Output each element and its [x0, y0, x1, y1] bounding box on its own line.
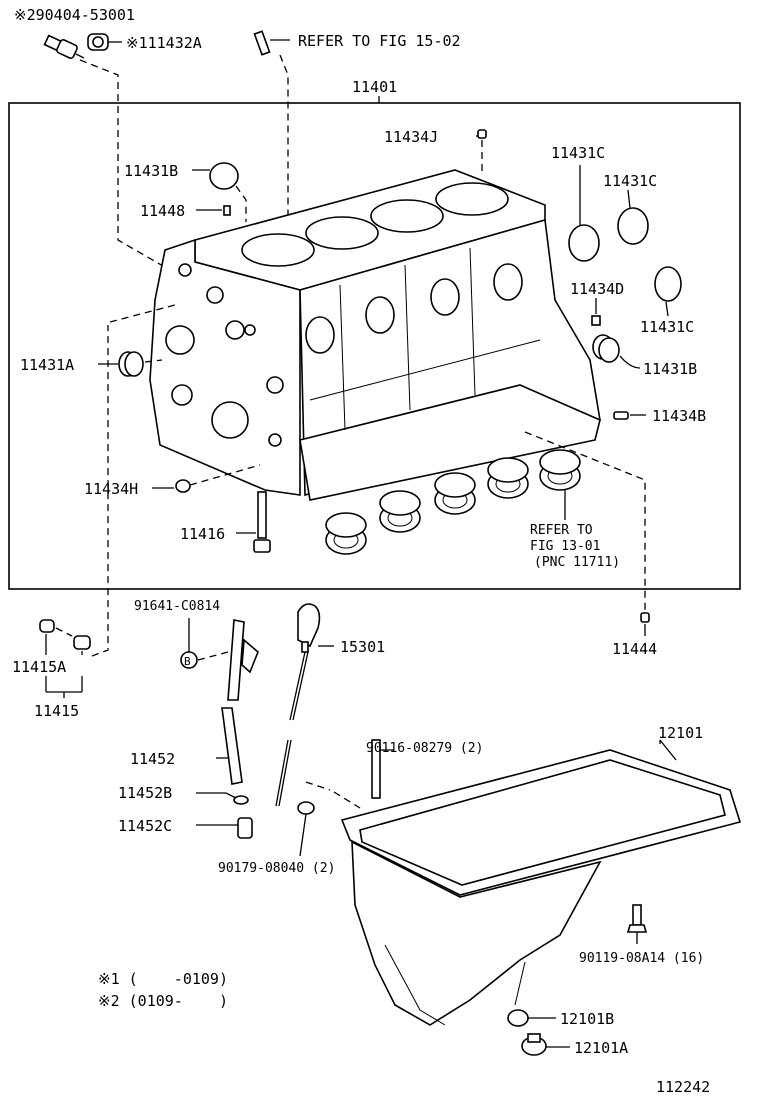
plug-11434H[interactable] [175, 479, 191, 493]
bolt-90179-08040[interactable] [297, 801, 315, 815]
svg-text:B: B [184, 655, 191, 668]
label-11452B: 11452B [118, 784, 172, 802]
plug-11415A-a[interactable] [39, 619, 55, 633]
cylinder-block-11401[interactable] [149, 169, 601, 501]
stud-refer-15-02[interactable] [253, 30, 271, 56]
label-11431B-right: 11431B [643, 360, 697, 378]
label-refer-15-02: REFER TO FIG 15-02 [298, 32, 461, 50]
ring-11452B[interactable] [233, 795, 249, 805]
bolt-90119-08A14[interactable] [626, 904, 648, 933]
plug-11431C-a[interactable] [568, 224, 600, 262]
sleeve-11452C[interactable] [237, 817, 253, 839]
pin-11448[interactable] [223, 205, 231, 216]
label-11431A: 11431A [20, 356, 74, 374]
label-11448: 11448 [140, 202, 185, 220]
plug-11431C-c[interactable] [654, 266, 682, 302]
label-11415A: 11415A [12, 658, 66, 676]
plug-11415A-b[interactable] [73, 635, 91, 650]
union-11432A[interactable] [87, 33, 109, 51]
plug-11431C-b[interactable] [617, 207, 649, 245]
label-11431C-b: 11431C [603, 172, 657, 190]
dipstick-guide-11452[interactable] [221, 619, 259, 785]
label-90119-08A14: 90119-08A14 (16) [579, 951, 704, 966]
pin-11434B[interactable] [613, 411, 629, 420]
plug-11444[interactable] [640, 612, 650, 623]
label-refer-13-01-line1: REFER TO [530, 523, 593, 538]
label-12101A: 12101A [574, 1039, 628, 1057]
label-11431C-a: 11431C [551, 144, 605, 162]
main-bearings[interactable] [325, 449, 581, 555]
label-90179-08040: 90179-08040 (2) [218, 861, 335, 876]
pin-11434D[interactable] [591, 315, 601, 326]
label-12101: 12101 [658, 724, 703, 742]
label-12101B: 12101B [560, 1010, 614, 1028]
label-91641-C0814: 91641-C0814 [134, 599, 220, 614]
stud-90116-08279[interactable] [371, 739, 381, 799]
note-2: ※2 (0109- ) [98, 992, 228, 1010]
label-refer-13-01-line2: FIG 13-01 [530, 539, 600, 554]
label-90116-08279: 90116-08279 (2) [366, 741, 483, 756]
label-11415: 11415 [34, 702, 79, 720]
plug-90404-53001[interactable] [43, 34, 85, 60]
label-11432A: ※111432A [126, 34, 202, 52]
figure-number: 112242 [656, 1078, 710, 1096]
label-refer-13-01-line3: (PNC 11711) [534, 555, 620, 570]
note-1: ※1 ( -0109) [98, 970, 228, 988]
label-11434B: 11434B [652, 407, 706, 425]
plug-11431B-right[interactable] [592, 334, 620, 363]
label-11416: 11416 [180, 525, 225, 543]
stud-11416[interactable] [253, 491, 271, 553]
dipstick-15301[interactable] [275, 603, 321, 807]
label-11434D: 11434D [570, 280, 624, 298]
label-11444: 11444 [612, 640, 657, 658]
label-11452: 11452 [130, 750, 175, 768]
block-frame [8, 102, 741, 590]
plug-11431A[interactable] [118, 351, 144, 377]
label-11434J: 11434J [384, 128, 438, 146]
label-11401: 11401 [352, 78, 397, 96]
gasket-12101B[interactable] [507, 1009, 529, 1027]
drain-plug-12101A[interactable] [521, 1033, 547, 1056]
plug-11434J[interactable] [477, 129, 487, 139]
bolt-91641-C0814[interactable]: B [180, 651, 198, 669]
label-11452C: 11452C [118, 817, 172, 835]
label-11431C-c: 11431C [640, 318, 694, 336]
oil-pan-12101[interactable] [340, 749, 742, 1026]
plug-11431B-top[interactable] [209, 162, 239, 190]
label-15301: 15301 [340, 638, 385, 656]
label-11431B-top: 11431B [124, 162, 178, 180]
label-90404-53001: ※290404-53001 [14, 6, 135, 24]
label-11434H: 11434H [84, 480, 138, 498]
